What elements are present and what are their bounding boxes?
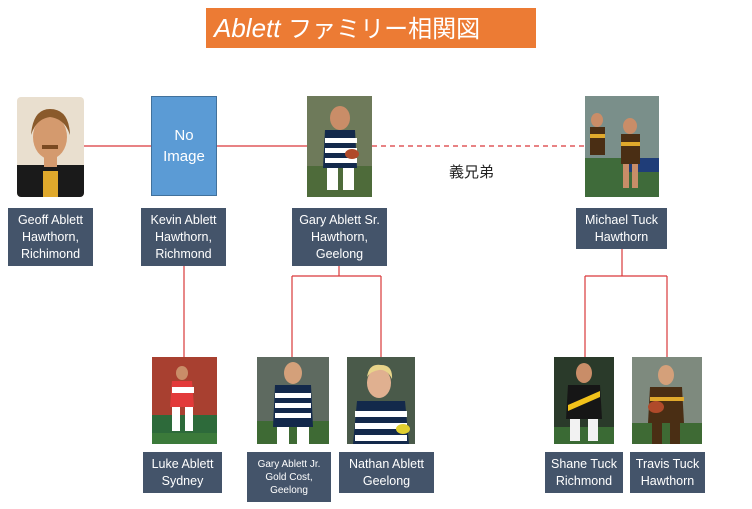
name-kevin-ablett: Kevin Ablett [150,212,217,227]
label-geoff-ablett: Geoff Ablett Hawthorn, Richimond [8,208,93,266]
club-gary-jr-2: Geelong [270,484,308,496]
photo-gary-ablett-sr [307,96,372,197]
club-kevin-1: Hawthorn, [155,229,212,244]
club-michael-1: Hawthorn [594,229,649,244]
photo-michael-tuck [585,96,659,197]
name-shane-tuck: Shane Tuck [550,456,617,471]
label-travis-tuck: Travis Tuck Hawthorn [630,452,705,493]
label-luke-ablett: Luke Ablett Sydney [143,452,222,493]
club-luke-1: Sydney [161,473,204,488]
label-gary-ablett-sr: Gary Ablett Sr. Hawthorn, Geelong [292,208,387,266]
photo-travis-tuck [632,357,702,444]
label-kevin-ablett: Kevin Ablett Hawthorn, Richmond [141,208,226,266]
name-geoff-ablett: Geoff Ablett [17,212,84,227]
label-nathan-ablett: Nathan Ablett Geelong [339,452,434,493]
name-gary-ablett-jr: Gary Ablett Jr. [257,458,321,470]
page-title: Ablett ファミリー相関図 [206,8,536,48]
club-gary-sr-1: Hawthorn, [311,229,368,244]
photo-luke-ablett [152,357,217,444]
club-geoff-2: Richimond [20,246,81,261]
club-kevin-2: Richmond [155,246,212,261]
no-image-placeholder: No Image [151,96,217,196]
label-shane-tuck: Shane Tuck Richmond [545,452,623,493]
title-latin: Ablett [214,13,281,43]
club-gary-sr-2: Geelong [315,246,364,261]
club-geoff-1: Hawthorn, [22,229,79,244]
brother-in-law-label: 義兄弟 [449,163,495,181]
photo-nathan-ablett [347,357,415,444]
name-nathan-ablett: Nathan Ablett [348,456,425,471]
club-gary-jr-1: Gold Cost, [265,471,313,483]
title-japanese: ファミリー相関図 [288,15,481,43]
club-nathan-1: Geelong [362,473,411,488]
club-shane-1: Richmond [555,473,613,488]
photo-gary-ablett-jr [257,357,329,444]
photo-geoff-ablett [17,97,84,197]
photo-shane-tuck [554,357,614,444]
label-michael-tuck: Michael Tuck Hawthorn [576,208,667,249]
no-image-line2: Image [163,148,205,165]
no-image-line1: No [174,127,194,144]
club-travis-1: Hawthorn [640,473,695,488]
name-michael-tuck: Michael Tuck [585,212,658,227]
name-gary-ablett-sr: Gary Ablett Sr. [299,212,380,227]
name-travis-tuck: Travis Tuck [635,456,700,471]
name-luke-ablett: Luke Ablett [151,456,214,471]
label-gary-ablett-jr: Gary Ablett Jr. Gold Cost, Geelong [247,452,331,502]
